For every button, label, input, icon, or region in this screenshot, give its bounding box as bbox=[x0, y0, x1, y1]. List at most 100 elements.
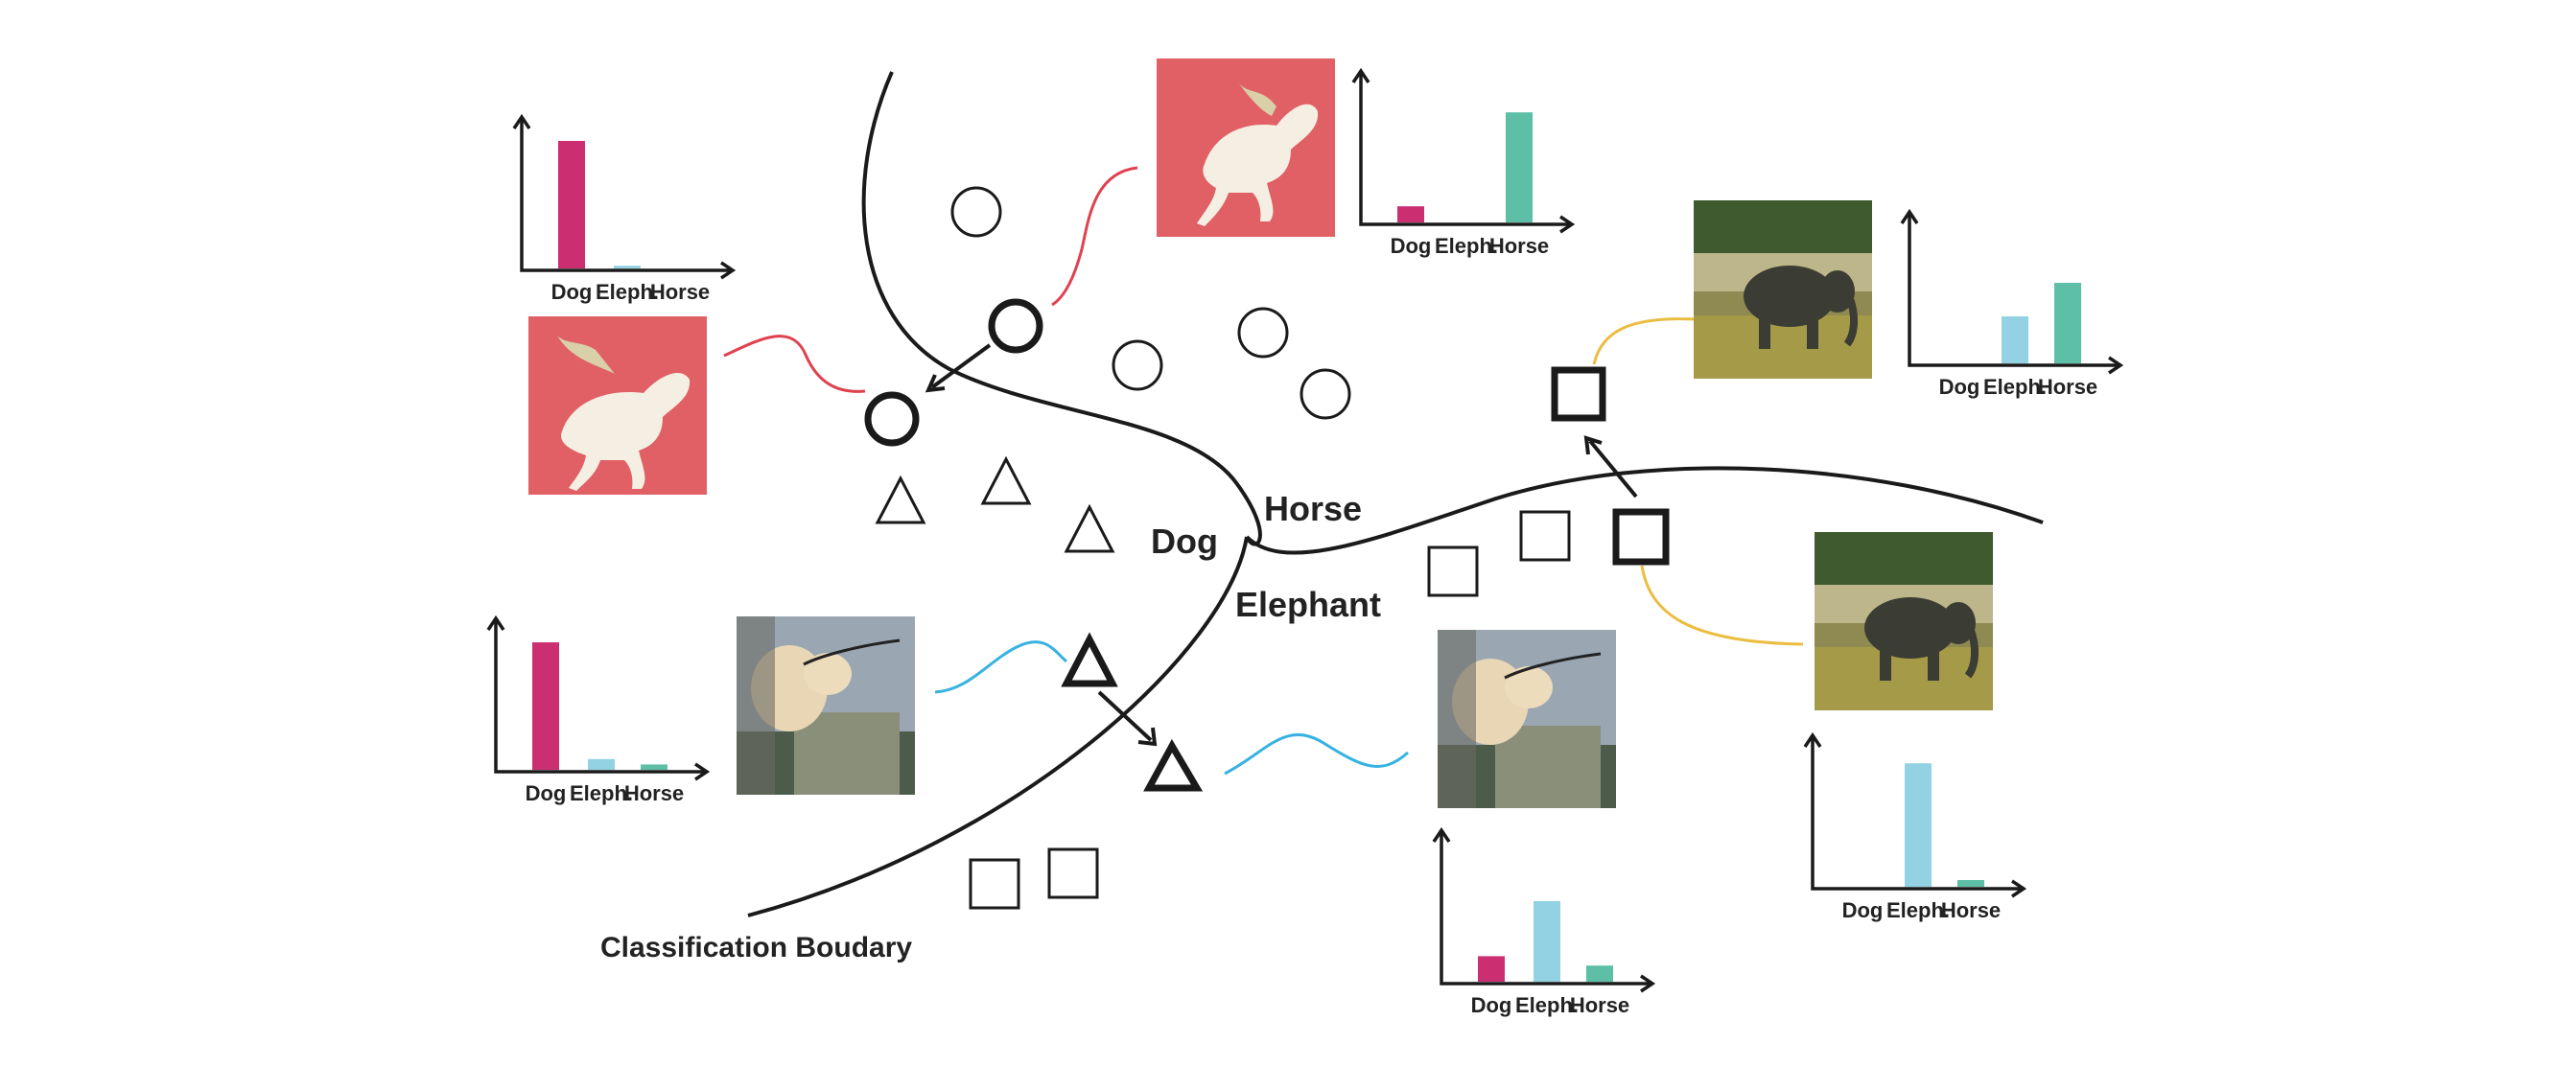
bar-eleph bbox=[2002, 316, 2028, 363]
region-label-elephant: Elephant bbox=[1235, 585, 1381, 624]
boundary-label: Classification Boudary bbox=[600, 932, 912, 963]
dog-adversarial-triangle bbox=[1143, 738, 1204, 792]
wave-connector-horse bbox=[1051, 166, 1138, 307]
y-axis-arrow bbox=[1351, 67, 1370, 83]
region-label-dog: Dog bbox=[1151, 522, 1218, 561]
dog-sample-triangle bbox=[1064, 503, 1115, 553]
elephant-sample-square bbox=[1427, 545, 1479, 597]
y-axis-arrow bbox=[1900, 208, 1919, 224]
tick-label: Eleph. bbox=[596, 280, 659, 304]
boundary-dog-horse bbox=[861, 71, 1262, 546]
tick-label: Eleph. bbox=[1886, 898, 1950, 922]
tick-label: Dog bbox=[1471, 993, 1512, 1017]
wave-connector-dog bbox=[1224, 732, 1409, 776]
bar-dog bbox=[1397, 206, 1424, 222]
chart-axes bbox=[520, 117, 733, 272]
bar-eleph bbox=[1534, 901, 1560, 982]
elephant-sample-square bbox=[1519, 510, 1571, 562]
horse-photo bbox=[528, 316, 707, 495]
bar-horse bbox=[1957, 880, 1984, 887]
tick-label: Dog bbox=[526, 781, 567, 805]
tick-label: Dog bbox=[1391, 234, 1432, 258]
tick-label: Horse bbox=[650, 280, 710, 304]
x-axis-arrow bbox=[2108, 356, 2124, 375]
perturbation-arrowhead-elephant bbox=[1583, 435, 1603, 455]
horse-sample-circle bbox=[1300, 368, 1351, 420]
horse-sample-circle bbox=[1237, 307, 1289, 359]
x-axis-arrow bbox=[1640, 974, 1656, 993]
perturbation-arrowhead-horse bbox=[925, 374, 946, 393]
region-label-horse: Horse bbox=[1264, 489, 1362, 528]
horse-sample-circle bbox=[1112, 339, 1163, 391]
elephant-photo bbox=[1694, 200, 1872, 379]
chart-axes bbox=[1908, 212, 2120, 367]
bar-eleph bbox=[614, 266, 641, 268]
horse-sample-circle bbox=[950, 186, 1002, 238]
wave-connector-elephant bbox=[1592, 317, 1696, 365]
tick-label: Dog bbox=[1939, 375, 1980, 399]
tick-label: Horse bbox=[2038, 375, 2097, 399]
wave-connector-horse bbox=[723, 335, 866, 393]
x-axis-arrow bbox=[1559, 215, 1576, 234]
chart-axes bbox=[1440, 830, 1652, 986]
chart-axes bbox=[1811, 735, 2024, 891]
wave-connector-dog bbox=[934, 640, 1067, 694]
bar-dog bbox=[558, 141, 585, 268]
boundary-dog-elephant bbox=[747, 536, 1249, 917]
bar-horse bbox=[1506, 112, 1533, 222]
horse-photo bbox=[1157, 58, 1335, 237]
x-axis-arrow bbox=[720, 261, 737, 280]
dog-photo bbox=[1438, 630, 1616, 808]
elephant-original-square bbox=[1612, 508, 1670, 566]
perturbation-arrow-dog bbox=[1097, 690, 1153, 742]
bar-dog bbox=[1478, 956, 1505, 982]
bar-horse bbox=[2054, 283, 2081, 363]
bar-horse bbox=[641, 764, 667, 770]
dog-original-triangle bbox=[1061, 632, 1118, 687]
chart-axes bbox=[1359, 71, 1572, 226]
bar-eleph bbox=[588, 758, 615, 770]
tick-label: Eleph. bbox=[1515, 993, 1579, 1017]
y-axis-arrow bbox=[512, 113, 531, 129]
tick-label: Eleph. bbox=[1435, 234, 1498, 258]
elephant-sample-square bbox=[969, 858, 1020, 910]
elephant-adversarial-square bbox=[1551, 366, 1606, 422]
elephant-photo bbox=[1815, 532, 1993, 710]
bar-dog bbox=[532, 642, 559, 770]
wave-connector-elephant bbox=[1640, 565, 1804, 646]
perturbation-arrow-elephant bbox=[1588, 439, 1638, 499]
tick-label: Dog bbox=[551, 280, 593, 304]
horse-original-circle bbox=[988, 298, 1043, 354]
y-axis-arrow bbox=[486, 615, 505, 631]
tick-label: Horse bbox=[1941, 898, 2001, 922]
boundary-horse-elephant bbox=[1245, 466, 2044, 555]
tick-label: Horse bbox=[1489, 234, 1549, 258]
perturbation-arrowhead-dog bbox=[1137, 727, 1158, 747]
dog-sample-triangle bbox=[875, 475, 926, 524]
tick-label: Eleph. bbox=[570, 781, 633, 805]
bar-eleph bbox=[1905, 763, 1932, 887]
bar-horse bbox=[1586, 965, 1613, 982]
tick-label: Dog bbox=[1842, 898, 1884, 922]
chart-axes bbox=[494, 618, 707, 774]
tick-label: Eleph. bbox=[1983, 375, 2047, 399]
dog-photo bbox=[737, 616, 915, 795]
tick-label: Horse bbox=[1570, 993, 1629, 1017]
dog-sample-triangle bbox=[980, 455, 1032, 505]
x-axis-arrow bbox=[694, 762, 711, 781]
y-axis-arrow bbox=[1432, 826, 1451, 843]
perturbation-arrow-horse bbox=[930, 343, 992, 389]
x-axis-arrow bbox=[2011, 879, 2027, 898]
elephant-sample-square bbox=[1047, 847, 1099, 899]
tick-label: Horse bbox=[624, 781, 684, 805]
y-axis-arrow bbox=[1803, 731, 1822, 748]
